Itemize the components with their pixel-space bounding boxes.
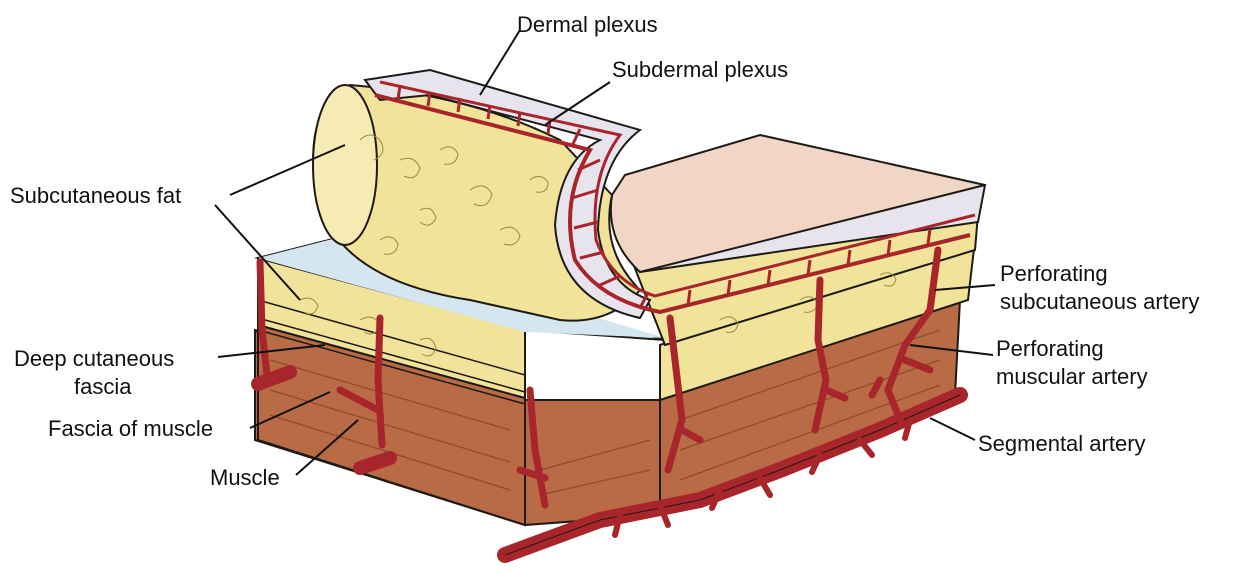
- label-fascia-of-muscle: Fascia of muscle: [48, 416, 213, 441]
- left-artery-stub-lower: [360, 458, 390, 468]
- label-segmental-artery: Segmental artery: [978, 431, 1146, 456]
- leader-dermal-plexus: [480, 30, 520, 95]
- label-perforating-subcutaneous-artery-2: subcutaneous artery: [1000, 289, 1199, 314]
- label-perforating-subcutaneous-artery-1: Perforating: [1000, 261, 1108, 286]
- leader-segmental-artery: [930, 418, 975, 440]
- fat-roll-end: [313, 85, 377, 245]
- label-dermal-plexus: Dermal plexus: [517, 12, 658, 37]
- label-subcutaneous-fat: Subcutaneous fat: [10, 183, 181, 208]
- label-perforating-muscular-artery-2: muscular artery: [996, 364, 1148, 389]
- label-muscle: Muscle: [210, 465, 280, 490]
- label-deep-cutaneous-fascia-1: Deep cutaneous: [14, 346, 174, 371]
- label-subdermal-plexus: Subdermal plexus: [612, 57, 788, 82]
- label-deep-cutaneous-fascia-2: fascia: [74, 374, 132, 399]
- label-perforating-muscular-artery-1: Perforating: [996, 336, 1104, 361]
